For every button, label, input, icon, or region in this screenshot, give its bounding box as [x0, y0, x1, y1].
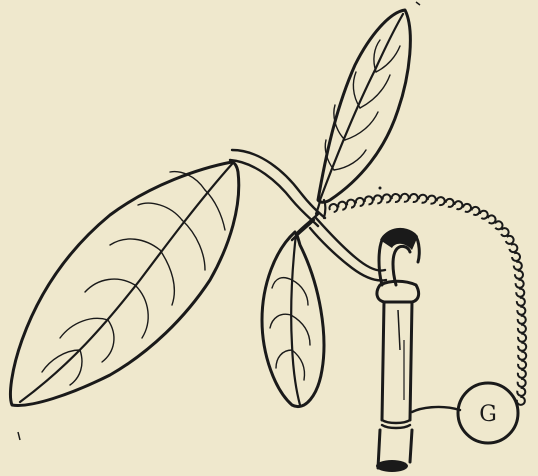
galvanometer: G — [458, 383, 518, 443]
stray-marks — [18, 2, 420, 440]
hooked-stem-end — [379, 229, 419, 285]
lower-middle-leaf — [262, 232, 324, 407]
large-left-leaf — [10, 162, 238, 405]
coiled-wire — [329, 194, 526, 405]
vertical-stem-segment — [376, 281, 419, 472]
coil-loops — [329, 194, 526, 405]
short-wire — [412, 407, 460, 412]
top-right-leaf — [318, 10, 410, 202]
galvanometer-label: G — [479, 402, 497, 427]
